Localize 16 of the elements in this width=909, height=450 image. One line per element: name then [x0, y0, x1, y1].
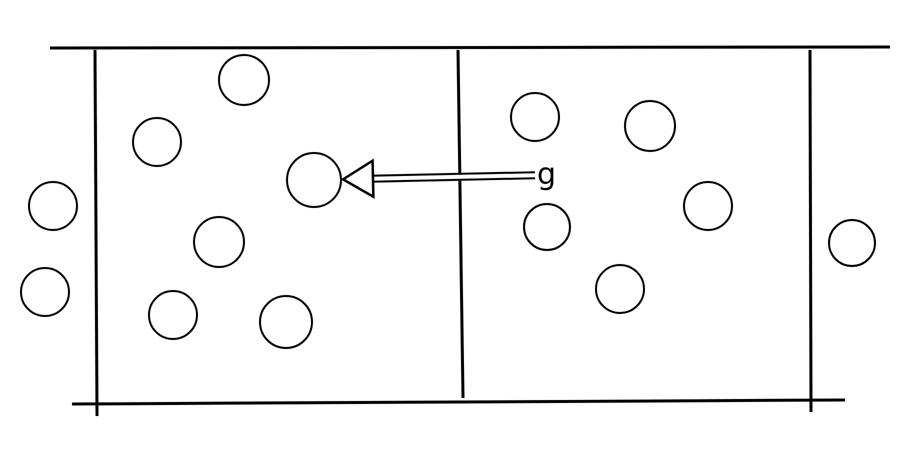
arrow: [340, 158, 536, 199]
particle-circle: [683, 181, 733, 231]
particle-circle: [828, 219, 876, 267]
particle-circle: [595, 264, 645, 314]
symbol-label: g: [537, 160, 556, 190]
particle-circle: [218, 54, 270, 106]
particle-circle: [28, 181, 78, 231]
particle-circle: [624, 100, 676, 152]
particle-circle: [132, 117, 182, 167]
particle-circle: [20, 267, 70, 317]
particle-circle: [193, 216, 245, 268]
particle-circle: [510, 92, 560, 142]
particle-circle: [286, 152, 342, 208]
particle-circle: [148, 290, 198, 340]
particle-circle: [259, 295, 313, 349]
particle-circle: [523, 203, 571, 251]
